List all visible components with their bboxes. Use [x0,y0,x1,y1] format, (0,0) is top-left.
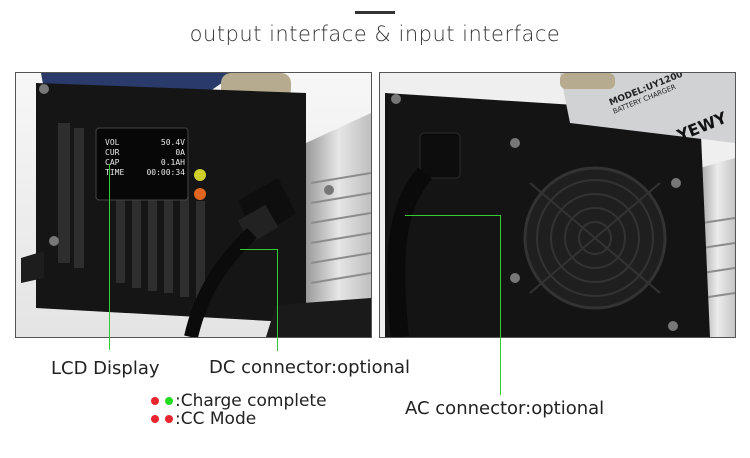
ac-callout-line-horizontal [405,215,500,216]
page-title: output interface & input interface [189,22,561,46]
legend-cc-mode-text: :CC Mode [175,409,257,429]
dc-callout-line-vertical [277,249,278,351]
dc-connector-label: DC connector:optional [209,357,411,378]
legend-charge-complete: :Charge complete [151,391,327,411]
green-led-dot [165,397,173,405]
legend-charge-complete-text: :Charge complete [175,391,327,411]
legend-cc-mode: :CC Mode [151,409,256,429]
red-led-dot [151,397,159,405]
lcd-callout-line [109,164,110,350]
red-led-dot [151,415,159,423]
ac-connector-label: AC connector:optional [405,398,605,419]
input-interface-photo: MODEL:UY1200 BATTERY CHARGER YEWY [379,72,736,338]
ac-callout-line-vertical [500,215,501,395]
red-led-dot [165,415,173,423]
dc-callout-line-horizontal [240,249,277,250]
lcd-display-label: LCD Display [51,358,160,379]
header-divider [355,11,395,14]
